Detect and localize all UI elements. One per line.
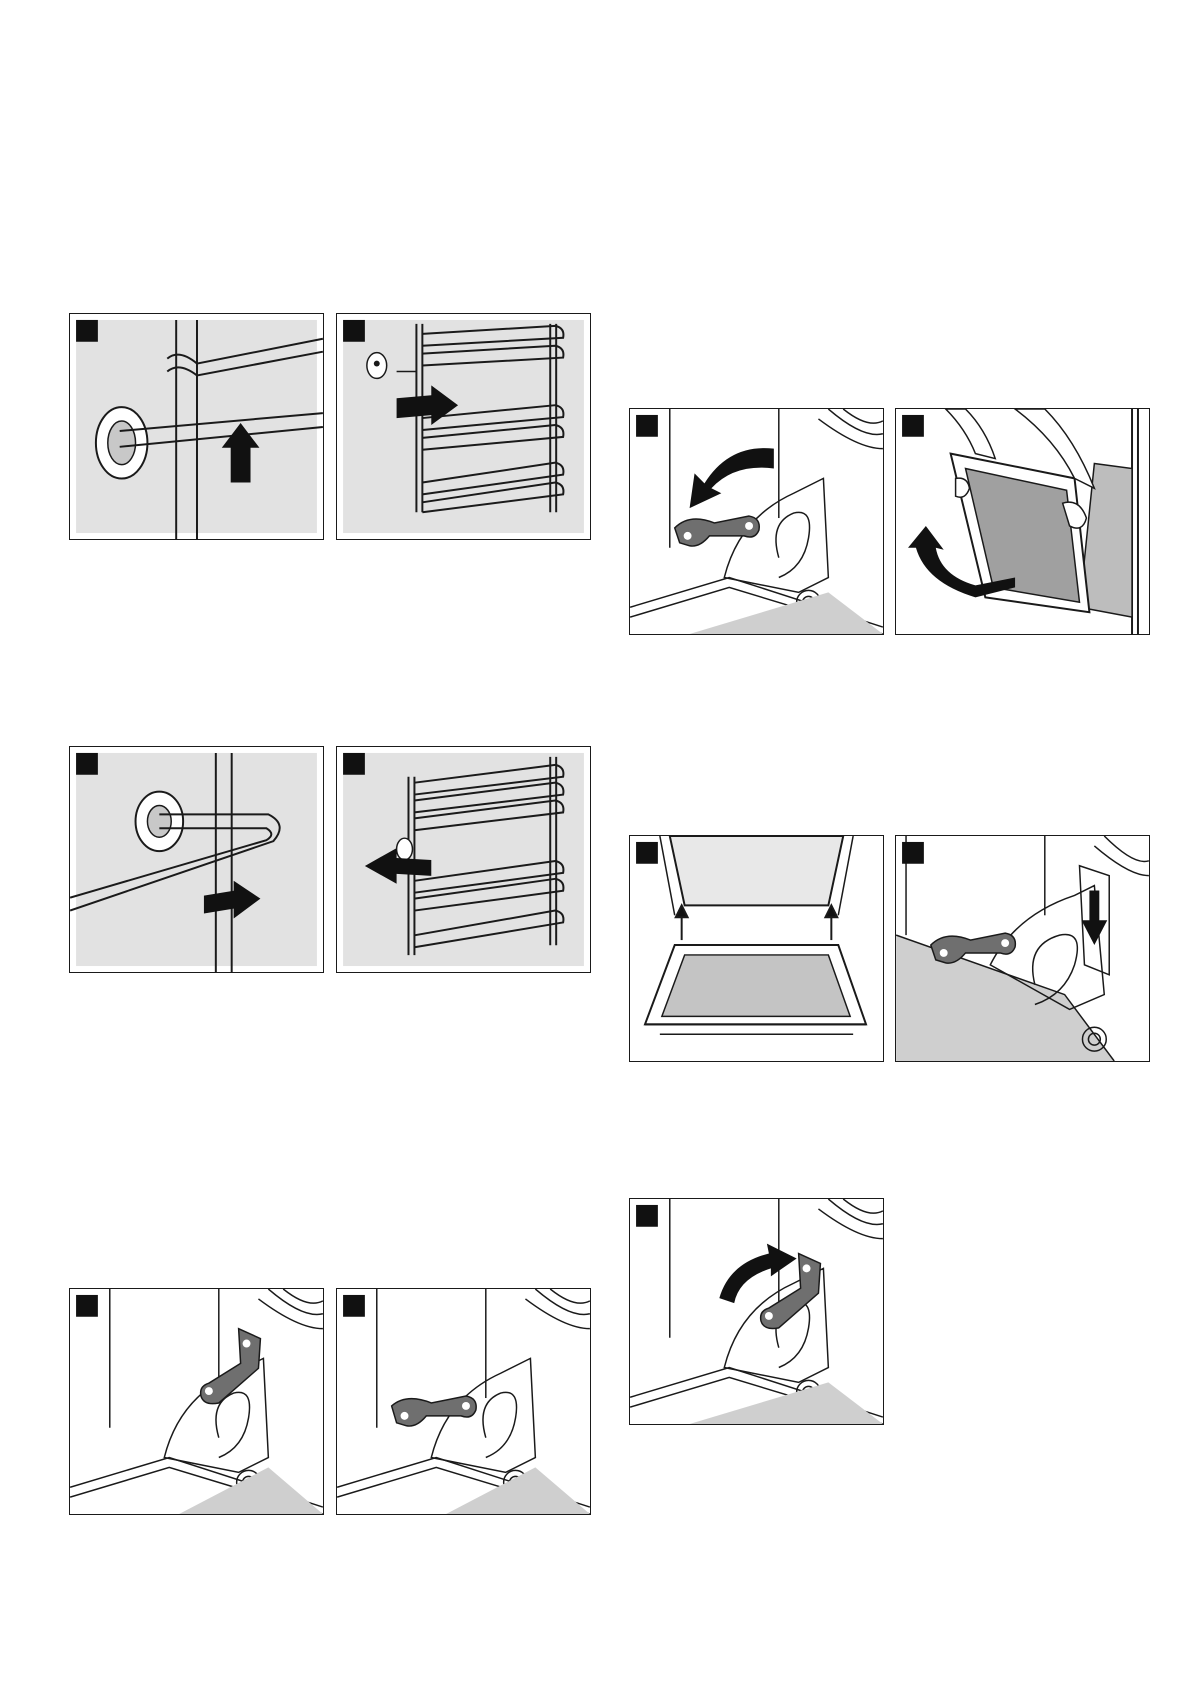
panel-hinge-lever-up (69, 1288, 324, 1515)
step-marker (636, 842, 658, 864)
panel-rail-push-in (336, 746, 591, 973)
panel-rail-hook-in (69, 746, 324, 973)
panel-hinge-lever-down (336, 1288, 591, 1515)
hinge-lever-open-icon (337, 1289, 590, 1514)
panel-door-lift-off (895, 408, 1150, 635)
panel-door-attach (629, 835, 884, 1062)
step-marker (343, 1295, 365, 1317)
shelf-rail-remove-icon (337, 314, 590, 539)
panel-hinge-fold-down (629, 408, 884, 635)
rail-hook-insert-icon (70, 747, 323, 972)
step-marker (636, 415, 658, 437)
hinge-lever-rotate-down-icon (630, 409, 883, 634)
hinge-lever-rotate-up-icon (630, 1199, 883, 1424)
step-marker (902, 842, 924, 864)
panel-rail-pull-out (336, 313, 591, 540)
panel-hinge-insert (895, 835, 1150, 1062)
step-marker (76, 1295, 98, 1317)
step-marker (76, 753, 98, 775)
door-attach-arrows-icon (630, 836, 883, 1061)
rail-hook-up-arrow-icon (70, 314, 323, 539)
hinge-lever-closed-icon (70, 1289, 323, 1514)
step-marker (76, 320, 98, 342)
panel-rail-unhook-up (69, 313, 324, 540)
panel-hinge-fold-up (629, 1198, 884, 1425)
step-marker (343, 753, 365, 775)
hinge-insert-down-arrow-icon (896, 836, 1149, 1061)
step-marker (636, 1205, 658, 1227)
door-removal-hands-icon (896, 409, 1149, 634)
step-marker (902, 415, 924, 437)
step-marker (343, 320, 365, 342)
shelf-rail-insert-icon (337, 747, 590, 972)
